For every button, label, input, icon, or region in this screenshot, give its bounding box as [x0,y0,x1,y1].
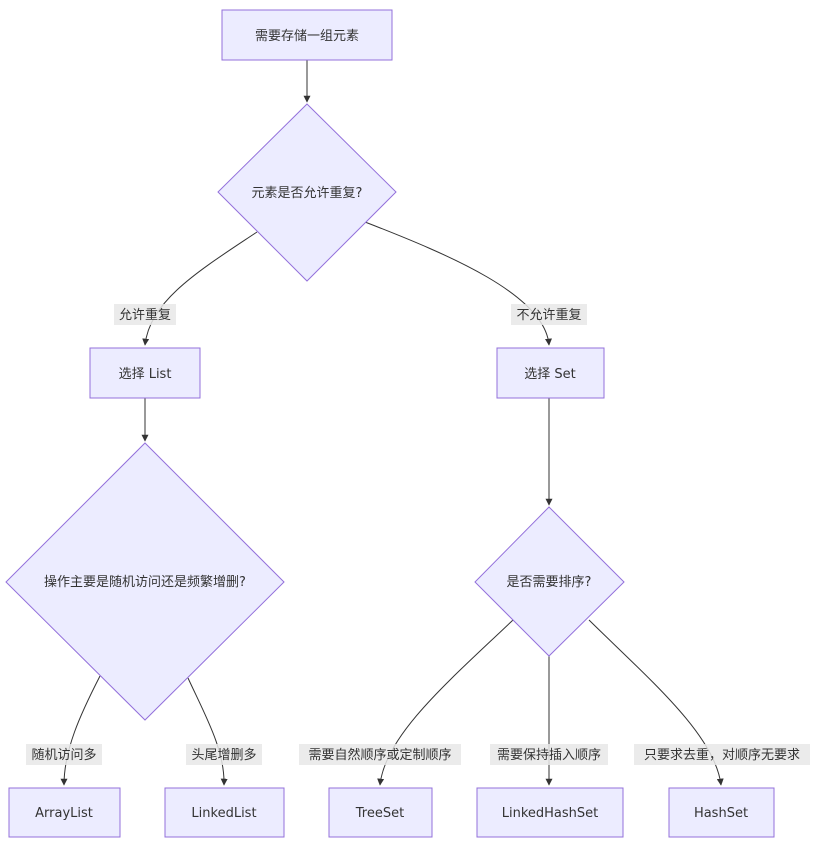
edge-ops-to-linkedlist [187,677,228,786]
edge-label-allow-dup-text: 允许重复 [119,307,171,323]
edge-label-allow-dup: 允许重复 [114,304,176,325]
node-linkedlist: LinkedList [164,787,285,838]
node-linkedlist-label: LinkedList [191,806,256,821]
node-q-list-ops-label: 操作主要是随机访问还是频繁增删? [44,574,246,590]
edge-label-natural-order: 需要自然顺序或定制顺序 [299,744,461,765]
node-hashset: HashSet [668,787,775,838]
edge-ops-to-arraylist [60,675,101,786]
edge-label-head-tail-text: 头尾增删多 [191,747,256,763]
node-q-duplicates-label: 元素是否允许重复? [252,185,363,201]
edge-sort-to-treeset [377,619,514,786]
node-hashset-label: HashSet [694,806,748,821]
node-arraylist-label: ArrayList [35,806,93,821]
edge-label-random-access: 随机访问多 [26,744,102,765]
node-q-list-ops: 操作主要是随机访问还是频繁增删? [5,442,285,721]
node-start-label: 需要存储一组元素 [255,29,359,44]
node-q-set-sort-label: 是否需要排序? [507,575,592,590]
node-linkedhashset-label: LinkedHashSet [502,806,599,821]
edge-sort-to-hashset [588,619,724,786]
node-linkedhashset: LinkedHashSet [476,787,624,838]
edges [60,60,724,786]
node-q-set-sort: 是否需要排序? [474,506,625,657]
edge-label-insertion-order-text: 需要保持插入顺序 [497,748,601,763]
node-choose-list-label: 选择 List [119,367,172,382]
node-q-duplicates: 元素是否允许重复? [217,103,397,282]
edge-labels: 允许重复 不允许重复 随机访问多 头尾增删多 需要自然顺序或定制顺序 需要保持插… [26,304,810,765]
edge-label-dedup-only-text: 只要求去重，对顺序无要求 [644,747,800,763]
edge-label-insertion-order: 需要保持插入顺序 [490,744,608,765]
node-choose-set: 选择 Set [496,347,605,399]
edge-label-random-access-text: 随机访问多 [31,747,96,763]
edge-label-dedup-only: 只要求去重，对顺序无要求 [634,744,810,765]
edge-duplicates-to-list [142,231,258,346]
nodes: 需要存储一组元素 元素是否允许重复? 选择 List 选择 Set 操作主要是随… [5,9,775,838]
edge-label-no-dup: 不允许重复 [511,304,587,325]
node-choose-set-label: 选择 Set [524,367,575,382]
edge-label-head-tail: 头尾增删多 [186,744,262,765]
node-treeset: TreeSet [328,787,433,838]
node-treeset-label: TreeSet [355,806,404,821]
node-arraylist: ArrayList [8,787,121,838]
node-choose-list: 选择 List [89,347,201,399]
edge-label-no-dup-text: 不允许重复 [516,307,581,323]
edge-duplicates-to-set [364,221,552,346]
edge-label-natural-order-text: 需要自然顺序或定制顺序 [308,747,451,763]
node-start: 需要存储一组元素 [221,9,393,61]
